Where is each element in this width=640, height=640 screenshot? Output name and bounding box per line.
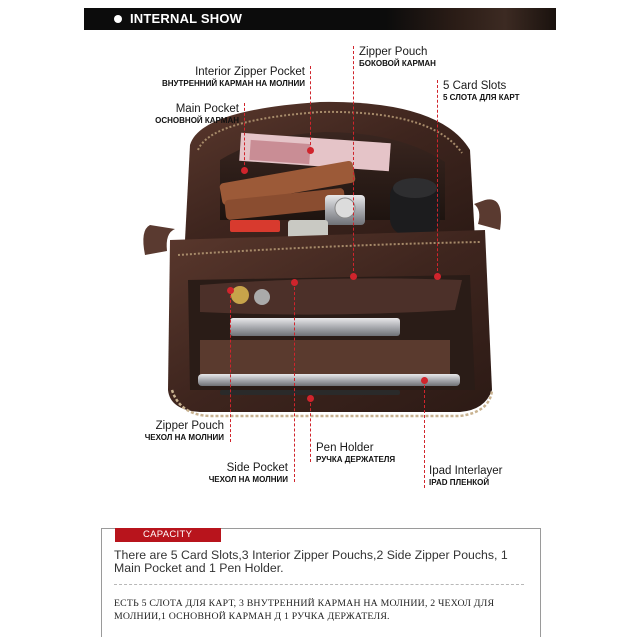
capacity-tag: CAPACITY [115,528,221,542]
label-ru: РУЧКА ДЕРЖАТЕЛЯ [316,455,396,465]
marker-dot [350,273,357,280]
label-en: Pen Holder [316,442,374,454]
capacity-divider [114,584,524,585]
bullet-icon [114,15,122,23]
label-en: 5 Card Slots [443,80,507,92]
label-zipper-pouch-top: Zipper Pouch БОКОВОЙ КАРМАН [359,46,436,68]
leader-line [230,290,231,442]
label-en: Interior Zipper Pocket [195,66,305,78]
marker-dot [421,377,428,384]
label-en: Ipad Interlayer [429,465,503,477]
section-header: INTERNAL SHOW [84,8,556,30]
label-ru: ОСНОВНОЙ КАРМАН [155,116,239,126]
label-side-pocket: Side Pocket ЧЕХОЛ НА МОЛНИИ [209,462,288,484]
marker-dot [227,287,234,294]
label-ru: ВНУТРЕННИЙ КАРМАН НА МОЛНИИ [161,79,305,89]
bag-interior-illustration [143,101,501,418]
leather-texture-strip [386,8,556,30]
label-main-pocket: Main Pocket ОСНОВНОЙ КАРМАН [155,103,239,125]
label-ru: IPAD ПЛЕНКОЙ [429,478,490,488]
marker-dot [291,279,298,286]
marker-dot [307,395,314,402]
label-en: Main Pocket [175,103,239,115]
label-interior-zipper-pocket: Interior Zipper Pocket ВНУТРЕННИЙ КАРМАН… [162,66,305,88]
label-ipad-interlayer: Ipad Interlayer IPAD ПЛЕНКОЙ [429,465,503,487]
label-en: Side Pocket [226,462,288,474]
marker-dot [241,167,248,174]
capacity-box [101,528,541,637]
leader-line [310,66,311,150]
marker-dot [307,147,314,154]
label-ru: ЧЕХОЛ НА МОЛНИИ [144,433,224,443]
label-ru: ЧЕХОЛ НА МОЛНИИ [208,475,288,485]
label-ru: 5 СЛОТА ДЛЯ КАРТ [443,93,520,103]
marker-dot [434,273,441,280]
leader-line [310,398,311,462]
label-zipper-pouch-bottom: Zipper Pouch ЧЕХОЛ НА МОЛНИИ [145,420,224,442]
label-en: Zipper Pouch [155,420,224,432]
leader-line [353,46,354,276]
capacity-tag-label: CAPACITY [143,529,193,540]
capacity-text-en: There are 5 Card Slots,3 Interior Zipper… [114,548,508,575]
label-pen-holder: Pen Holder РУЧКА ДЕРЖАТЕЛЯ [316,442,395,464]
capacity-text-ru: ЕСТЬ 5 СЛОТА ДЛЯ КАРТ, 3 ВНУТРЕННИЙ КАРМ… [114,598,495,622]
leader-line [244,103,245,170]
section-title: INTERNAL SHOW [130,11,243,26]
leader-line [294,282,295,482]
label-card-slots: 5 Card Slots 5 СЛОТА ДЛЯ КАРТ [443,80,520,102]
label-ru: БОКОВОЙ КАРМАН [359,59,436,69]
label-en: Zipper Pouch [359,46,428,58]
leader-line [424,380,425,488]
leader-line [437,80,438,276]
